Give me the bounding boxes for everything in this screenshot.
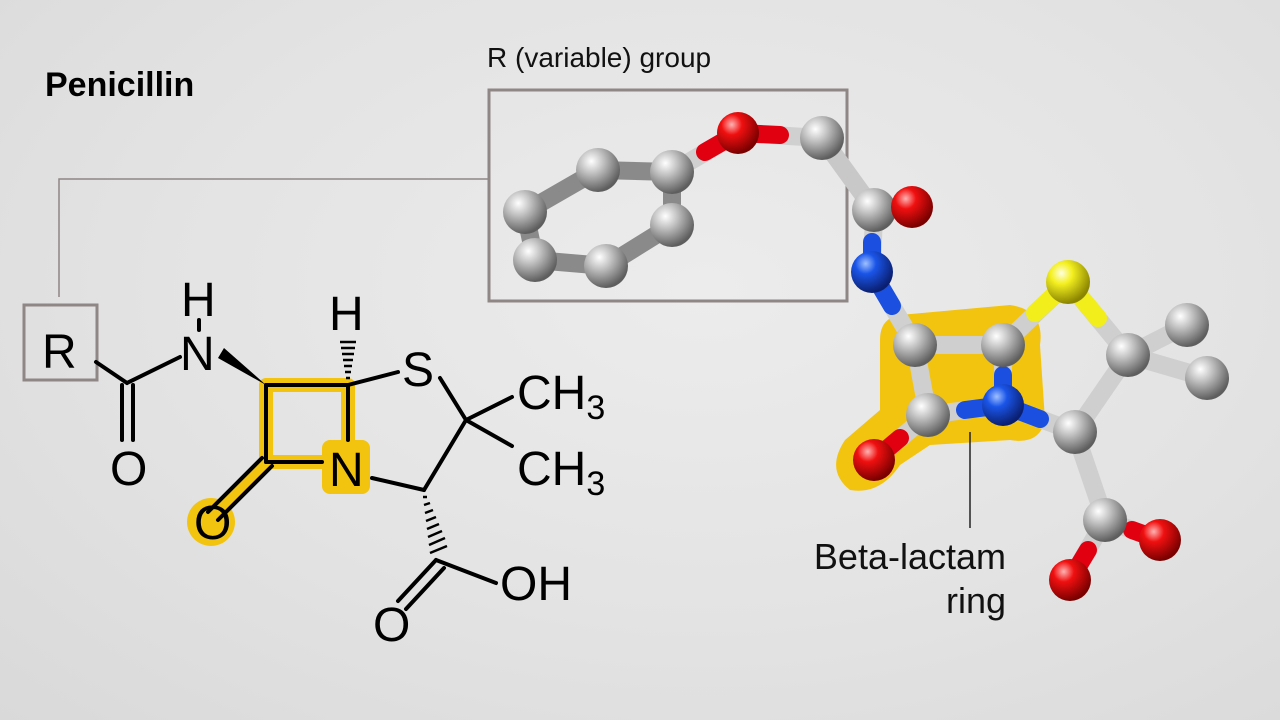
model-atom-carbon [650,150,694,194]
model-atom-carbon [650,203,694,247]
model-atom-carbon [800,116,844,160]
model-atom-nitrogen [851,251,893,293]
atom-h-amine: H [181,274,216,327]
beta-lactam-label: Beta-lactam ring [760,535,1006,623]
model-atom-carbon [1185,356,1229,400]
model-atom-carbon [906,393,950,437]
wedge-bond [218,348,266,385]
hashed-bond-cooh [423,495,448,555]
model-atom-carbon [513,238,557,282]
model-atom-carbon [1165,303,1209,347]
atom-o-lactam: O [194,497,231,550]
r-highlight-box [22,303,99,382]
atom-ch3-top-sub: 3 [586,389,605,427]
beta-lactam-label-line1: Beta-lactam [813,536,1006,577]
atom-oh: OH [500,558,572,611]
model-atom-oxygen [853,439,895,481]
model-atom-oxygen [891,186,933,228]
atom-ch3-top-text: CH [517,367,586,420]
atom-ch3-bottom: CH3 [517,443,605,503]
r-group-label: R (variable) group [487,42,712,73]
skeletal-bonds [94,318,514,611]
model-atom-carbon [981,323,1025,367]
page-title: Penicillin [45,66,195,104]
atom-n-ring: N [329,444,364,497]
model-atom-oxygen [1049,559,1091,601]
atom-h-bridge: H [329,288,364,341]
model-atom-sulfur [1046,260,1090,304]
atom-n-amine: N [180,328,215,381]
model-atom-oxygen [1139,519,1181,561]
atom-s: S [402,344,434,397]
model-atom-carbon [852,188,896,232]
atom-o-carbonyl: O [110,443,147,496]
r-group-callout-box [487,88,849,303]
hashed-bond-h [340,340,356,380]
model-atom-carbon [576,148,620,192]
model-atom-carbon [1083,498,1127,542]
atom-ch3-bottom-sub: 3 [586,465,605,503]
model-atom-carbon [1053,410,1097,454]
beta-lactam-label-line2: ring [945,580,1006,621]
model-atom-carbon [503,190,547,234]
model-atom-carbon [893,323,937,367]
model-atom-oxygen [717,112,759,154]
model-atom-nitrogen [982,384,1024,426]
model-atoms [503,112,1229,601]
model-atom-carbon [584,244,628,288]
r-connector-line [58,178,488,297]
model-atom-carbon [1106,333,1150,377]
atom-ch3-top: CH3 [517,367,605,427]
atom-ch3-bottom-text: CH [517,443,586,496]
atom-r: R [42,326,77,379]
atom-o-acid: O [373,599,410,652]
